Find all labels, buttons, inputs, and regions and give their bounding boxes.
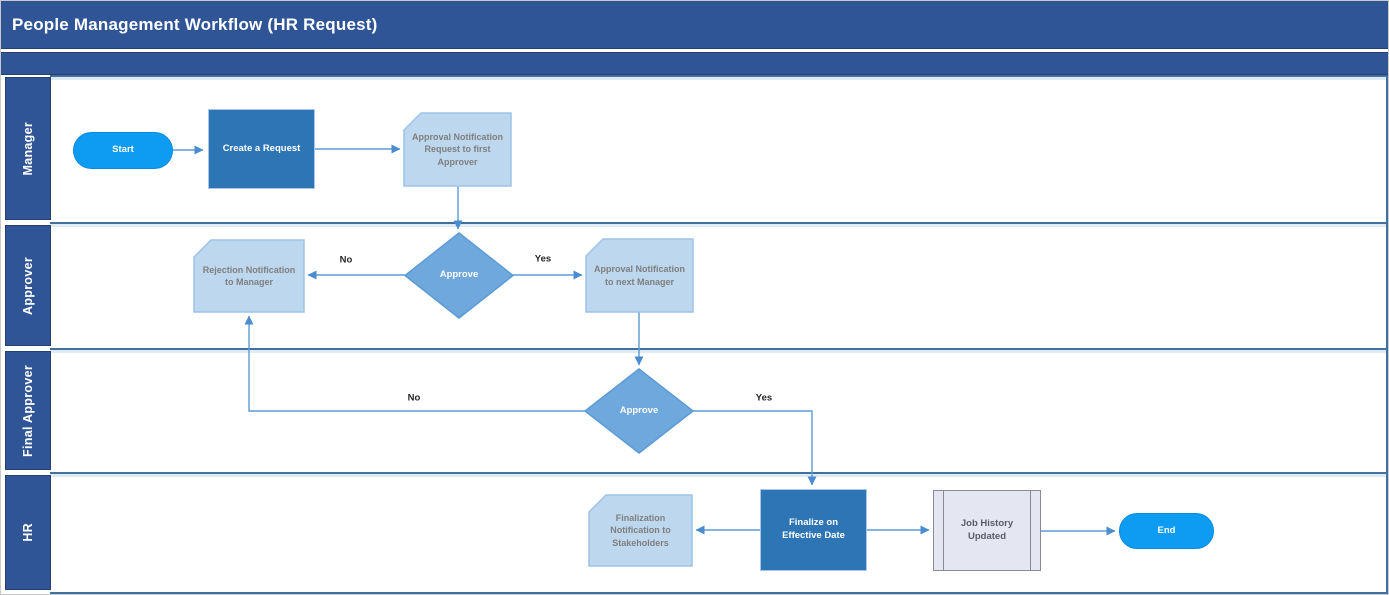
node-approve-decision-final: Approve	[583, 368, 695, 454]
lane-divider-3-glow	[50, 474, 1388, 477]
card-shape	[585, 238, 694, 313]
node-label: Approve	[439, 269, 479, 281]
lane-label: Final Approver	[21, 364, 35, 457]
node-label: Finalize on Effective Date	[782, 517, 845, 541]
node-label: End	[1157, 524, 1176, 536]
card-shape	[588, 494, 693, 567]
node-label: Create a Request	[222, 142, 301, 154]
node-job-history-updated: Job History Updated	[933, 490, 1041, 571]
lane-divider-2	[50, 348, 1388, 350]
lane-label: HR	[21, 523, 35, 542]
node-finalization-notification-stakeholders: Finalization Notification to Stakeholder…	[588, 494, 693, 567]
lane-label: Manager	[21, 121, 35, 176]
card-shape	[193, 239, 305, 313]
node-label: Job History Updated	[960, 517, 1014, 542]
node-label: Approve	[619, 404, 659, 416]
lane-top-border	[50, 75, 1388, 77]
node-approval-notification-next-manager: Approval Notification to next Manager	[585, 238, 694, 313]
node-finalize-effective-date: Finalize on Effective Date	[760, 489, 867, 571]
node-label: Start	[112, 144, 134, 156]
lane-header-final-approver: Final Approver	[5, 351, 51, 470]
lane-top-glow	[50, 77, 1388, 80]
lane-header-manager: Manager	[5, 77, 51, 220]
phase-band	[1, 52, 1388, 75]
lane-divider-1-glow	[50, 224, 1388, 227]
node-approve-decision-first: Approve	[403, 232, 515, 319]
edge-label-no: No	[405, 392, 423, 404]
node-approval-notification-first-approver: Approval Notification Request to first A…	[403, 112, 512, 187]
lane-divider-2-glow	[50, 350, 1388, 353]
node-label: Approval Notification to next Manager	[593, 264, 685, 287]
lane-header-hr: HR	[5, 475, 51, 590]
node-rejection-notification-manager: Rejection Notification to Manager	[193, 239, 305, 313]
lane-bottom-border	[50, 592, 1388, 594]
node-end: End	[1119, 513, 1214, 549]
node-label: Approval Notification Request to first A…	[411, 132, 503, 167]
node-create-request: Create a Request	[208, 109, 315, 189]
diamond-shape	[583, 368, 695, 454]
edge-label-no: No	[337, 254, 355, 266]
edge-label-yes: Yes	[753, 392, 775, 404]
title-bar: People Management Workflow (HR Request)	[1, 1, 1388, 49]
node-start: Start	[73, 132, 173, 169]
lane-divider-1	[50, 222, 1388, 224]
node-label: Finalization Notification to Stakeholder…	[610, 513, 671, 548]
lane-right-border	[1386, 75, 1388, 594]
card-shape	[403, 112, 512, 187]
diamond-shape	[403, 232, 515, 319]
lane-label: Approver	[21, 256, 35, 315]
lane-header-approver: Approver	[5, 225, 51, 346]
page-title: People Management Workflow (HR Request)	[12, 14, 378, 34]
node-label: Rejection Notification to Manager	[202, 264, 296, 287]
edge-label-yes: Yes	[532, 253, 554, 265]
